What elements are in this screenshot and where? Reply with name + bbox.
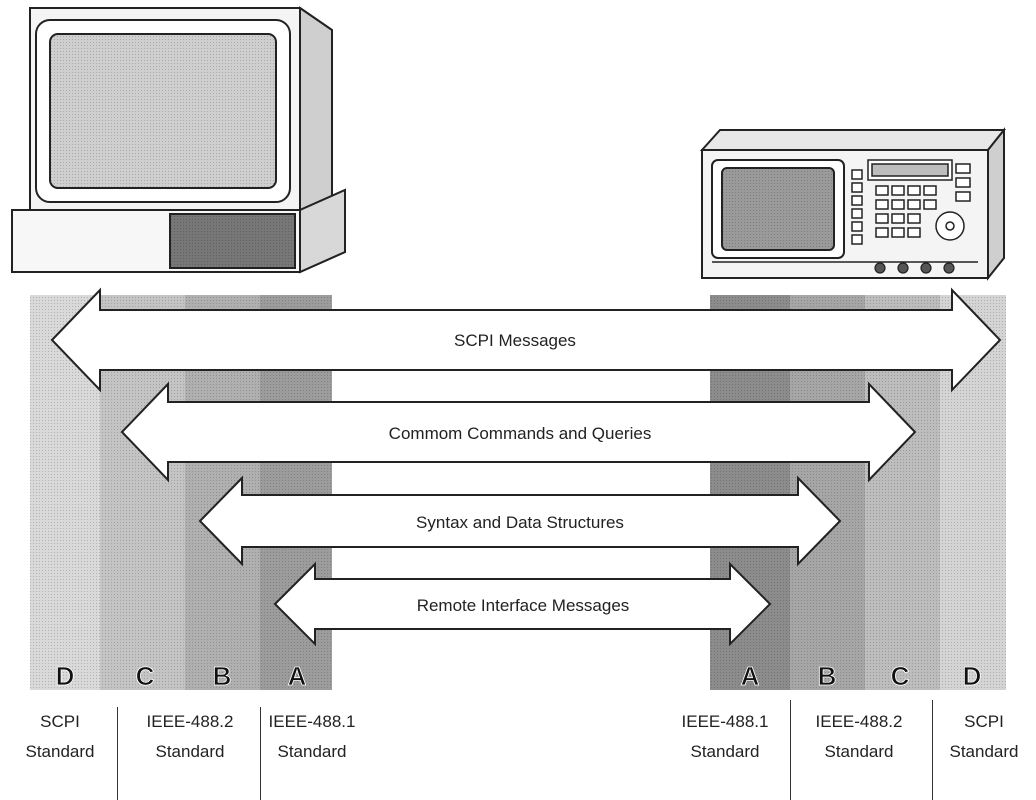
instrument-icon <box>699 127 1007 281</box>
divider <box>260 707 261 800</box>
layer-letter-left-d: D <box>56 661 75 691</box>
standard-name: IEEE-488.2 <box>146 712 234 731</box>
layer-letter-right-c: C <box>891 661 910 691</box>
standard-left-scpi: SCPI Standard <box>10 707 110 767</box>
divider <box>932 700 933 800</box>
layer-letter-left-a: A <box>288 661 307 691</box>
layer-letter-right-a: A <box>741 661 760 691</box>
divider <box>117 707 118 800</box>
layer-letter-right-d: D <box>963 661 982 691</box>
standard-sub: Standard <box>690 742 760 761</box>
standard-right-scpi: SCPI Standard <box>934 707 1034 767</box>
standard-name: IEEE-488.1 <box>268 712 356 731</box>
standard-sub: Standard <box>277 742 347 761</box>
standard-sub: Standard <box>155 742 225 761</box>
layer-letter-left-b: B <box>213 661 232 691</box>
arrow-label-scpi-messages: SCPI Messages <box>454 331 576 350</box>
divider <box>790 700 791 800</box>
layer-letter-left-c: C <box>136 661 155 691</box>
standard-name: SCPI <box>964 712 1004 731</box>
standard-sub: Standard <box>25 742 95 761</box>
standard-right-ieee4881: IEEE-488.1 Standard <box>662 707 788 767</box>
standard-left-ieee4881: IEEE-488.1 Standard <box>262 707 362 767</box>
standard-sub: Standard <box>949 742 1019 761</box>
arrow-scpi-messages: SCPI Messages <box>50 287 1002 393</box>
arrow-remote-interface: Remote Interface Messages <box>273 561 772 647</box>
arrow-syntax-data: Syntax and Data Structures <box>198 475 842 567</box>
standard-name: IEEE-488.1 <box>681 712 769 731</box>
standard-name: SCPI <box>40 712 80 731</box>
computer-icon <box>11 6 346 274</box>
arrow-label-common-commands: Commom Commands and Queries <box>389 424 652 443</box>
layer-letter-right-b: B <box>818 661 837 691</box>
standard-sub: Standard <box>824 742 894 761</box>
standard-right-ieee4882: IEEE-488.2 Standard <box>792 707 926 767</box>
standard-left-ieee4882: IEEE-488.2 Standard <box>120 707 260 767</box>
standard-name: IEEE-488.2 <box>815 712 903 731</box>
arrow-common-commands: Commom Commands and Queries <box>120 381 917 483</box>
arrow-label-remote-interface: Remote Interface Messages <box>417 596 630 615</box>
arrow-label-syntax-data: Syntax and Data Structures <box>416 513 624 532</box>
